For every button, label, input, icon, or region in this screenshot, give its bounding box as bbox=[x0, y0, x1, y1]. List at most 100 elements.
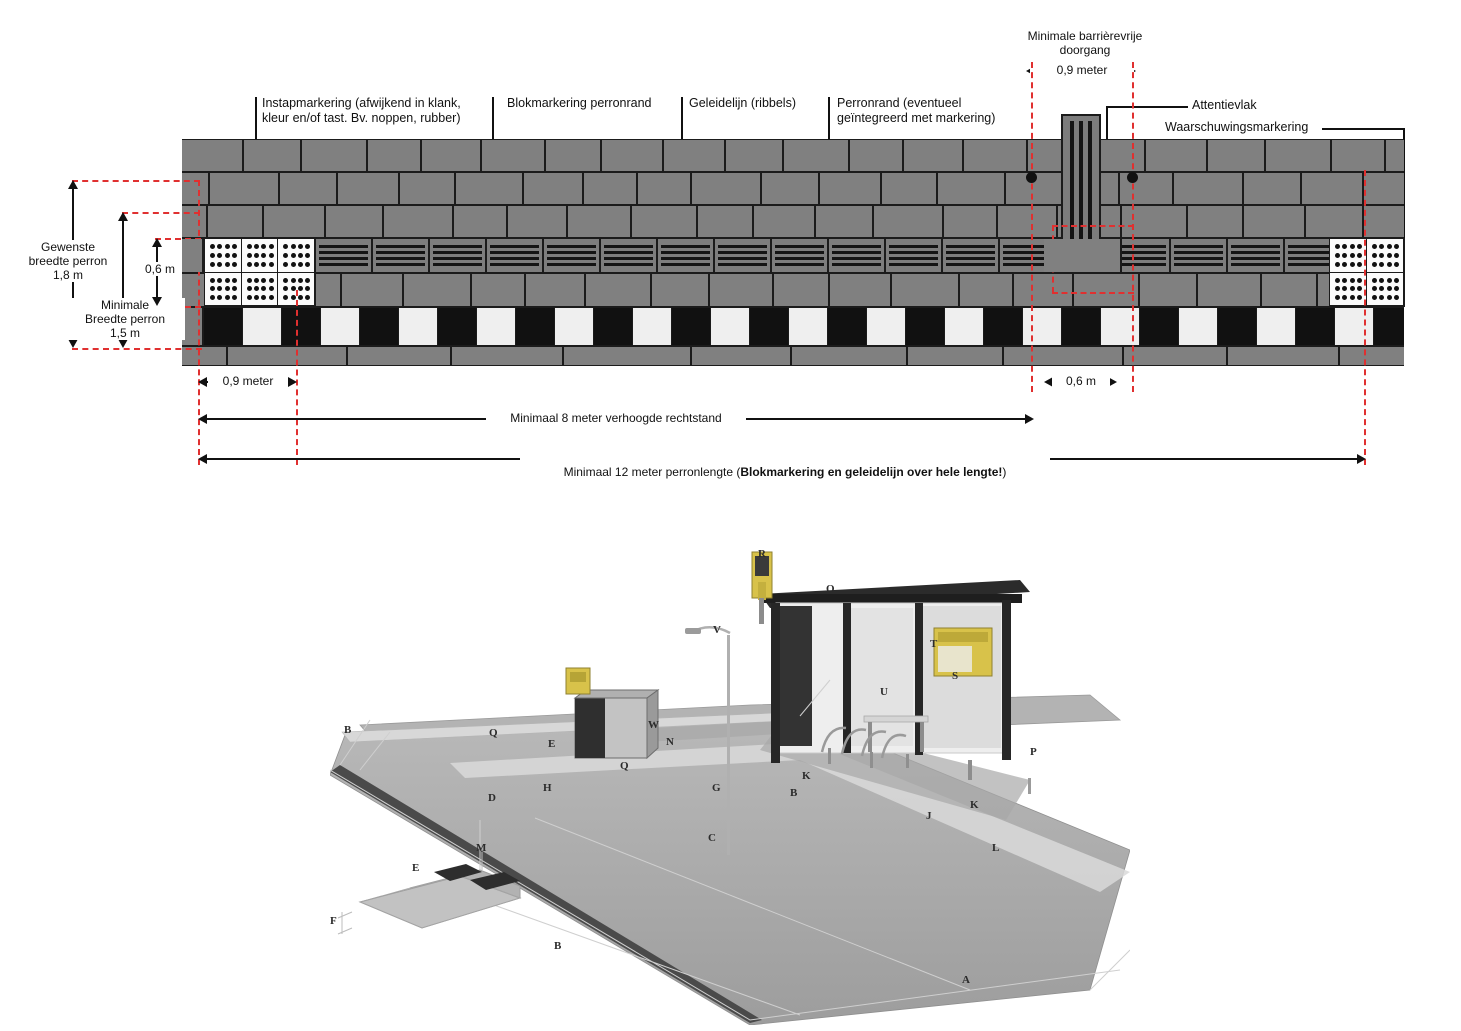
paving-filler bbox=[182, 308, 204, 345]
tactile-ribbed-tile bbox=[373, 239, 430, 272]
tactile-strip-perspective bbox=[450, 742, 1130, 892]
callout-D: D bbox=[488, 792, 496, 804]
tactile-stud-tile bbox=[1367, 272, 1404, 306]
paving-brick bbox=[944, 206, 998, 237]
tactile-stud-tile bbox=[1330, 272, 1367, 306]
tactile-stud bbox=[246, 286, 252, 292]
callout-U: U bbox=[880, 686, 888, 698]
rib bbox=[376, 244, 425, 248]
paving-brick bbox=[280, 173, 338, 204]
rib bbox=[604, 263, 653, 267]
paving-brick bbox=[454, 206, 508, 237]
rib bbox=[433, 250, 482, 254]
paving-brick bbox=[1146, 140, 1208, 171]
tactile-stud bbox=[231, 286, 237, 292]
dim-minimale-breedte-text: Minimale Breedte perron 1,5 m bbox=[65, 298, 185, 340]
paving-brick bbox=[1074, 274, 1140, 306]
tactile-studded-block-right bbox=[1329, 238, 1405, 307]
rib bbox=[490, 263, 539, 267]
paving-brick bbox=[264, 206, 326, 237]
callout-L: L bbox=[992, 842, 1000, 854]
paving-filler bbox=[182, 239, 204, 272]
paving-brick bbox=[830, 274, 892, 306]
paving-brick bbox=[820, 173, 882, 204]
tactile-stud bbox=[297, 244, 303, 250]
paving-brick bbox=[182, 140, 244, 171]
block-marking-light bbox=[243, 308, 282, 345]
rib bbox=[946, 257, 995, 261]
paving-brick bbox=[792, 347, 908, 365]
paving-brick bbox=[546, 140, 602, 171]
tactile-stud bbox=[268, 244, 274, 250]
tactile-stud bbox=[1386, 244, 1392, 250]
tactile-stud bbox=[1372, 295, 1378, 301]
rib bbox=[604, 244, 653, 248]
block-marking-light bbox=[945, 308, 984, 345]
tactile-stud bbox=[290, 252, 296, 258]
tactile-stud bbox=[246, 261, 252, 267]
block-marking-light bbox=[789, 308, 828, 345]
paving-brick bbox=[228, 347, 348, 365]
paving-brick bbox=[422, 140, 482, 171]
paving-brick bbox=[348, 347, 452, 365]
block-marking-light bbox=[1179, 308, 1218, 345]
tactile-stud bbox=[224, 261, 230, 267]
tactile-stud bbox=[217, 261, 223, 267]
tactile-stud bbox=[246, 295, 252, 301]
rib bbox=[490, 244, 539, 248]
paving-brick bbox=[1364, 173, 1404, 204]
tactile-stud-tile bbox=[1330, 239, 1367, 273]
block-marking-light bbox=[321, 308, 360, 345]
tactile-ribbed-tile bbox=[658, 239, 715, 272]
rib bbox=[661, 257, 710, 261]
paving-row-mid bbox=[182, 273, 1404, 307]
paving-brick bbox=[1140, 274, 1198, 306]
guide-dot-doorgang-left bbox=[1026, 172, 1037, 183]
rib bbox=[1288, 257, 1337, 261]
tactile-stud bbox=[1335, 261, 1341, 267]
rib bbox=[718, 263, 767, 267]
rib bbox=[319, 244, 368, 248]
paving-brick bbox=[182, 347, 228, 365]
guide-dot-doorgang-right bbox=[1127, 172, 1138, 183]
block-marking-light bbox=[867, 308, 906, 345]
block-marking-dark bbox=[438, 308, 477, 345]
tactile-stud bbox=[1386, 261, 1392, 267]
tactile-ribbed-tile bbox=[1114, 239, 1171, 272]
rib bbox=[547, 250, 596, 254]
tactile-ribbed-tile bbox=[544, 239, 601, 272]
tactile-stud bbox=[209, 244, 215, 250]
guide-left-inner bbox=[296, 290, 298, 465]
paving-brick bbox=[182, 173, 210, 204]
tactile-stud bbox=[246, 252, 252, 258]
guide-attentie-top bbox=[1052, 225, 1134, 227]
tactile-stud bbox=[283, 244, 289, 250]
rib bbox=[433, 263, 482, 267]
rib bbox=[376, 250, 425, 254]
tactile-stud bbox=[1349, 295, 1355, 301]
tactile-stud bbox=[1372, 252, 1378, 258]
tactile-stud-tile bbox=[241, 239, 279, 273]
paving-brick bbox=[762, 173, 820, 204]
paving-brick bbox=[524, 173, 584, 204]
tactile-stud bbox=[297, 286, 303, 292]
rib bbox=[604, 250, 653, 254]
tactile-stud bbox=[290, 277, 296, 283]
rib bbox=[775, 250, 824, 254]
tactile-stud bbox=[290, 295, 296, 301]
rib bbox=[604, 257, 653, 261]
paving-brick bbox=[774, 274, 830, 306]
kerb-edge-dark bbox=[330, 765, 762, 1023]
label-perronrand: Perronrand (eventueel geïntegreerd met m… bbox=[837, 96, 996, 125]
paving-brick bbox=[1208, 140, 1266, 171]
guide-attentie-bottom bbox=[1052, 292, 1134, 294]
service-cabinet bbox=[565, 667, 660, 760]
paving-brick bbox=[874, 206, 944, 237]
tactile-ribbed-tile bbox=[487, 239, 544, 272]
tactile-stud bbox=[231, 252, 237, 258]
paving-brick bbox=[1014, 274, 1074, 306]
tactile-stud bbox=[209, 252, 215, 258]
perspective-illustration: B D H Q E W N Q G B C V R O S T U P K K … bbox=[329, 520, 1131, 1026]
dim-perronlengte-text: Minimaal 12 meter perronlengte (Blokmark… bbox=[520, 451, 1050, 479]
rib bbox=[319, 257, 368, 261]
